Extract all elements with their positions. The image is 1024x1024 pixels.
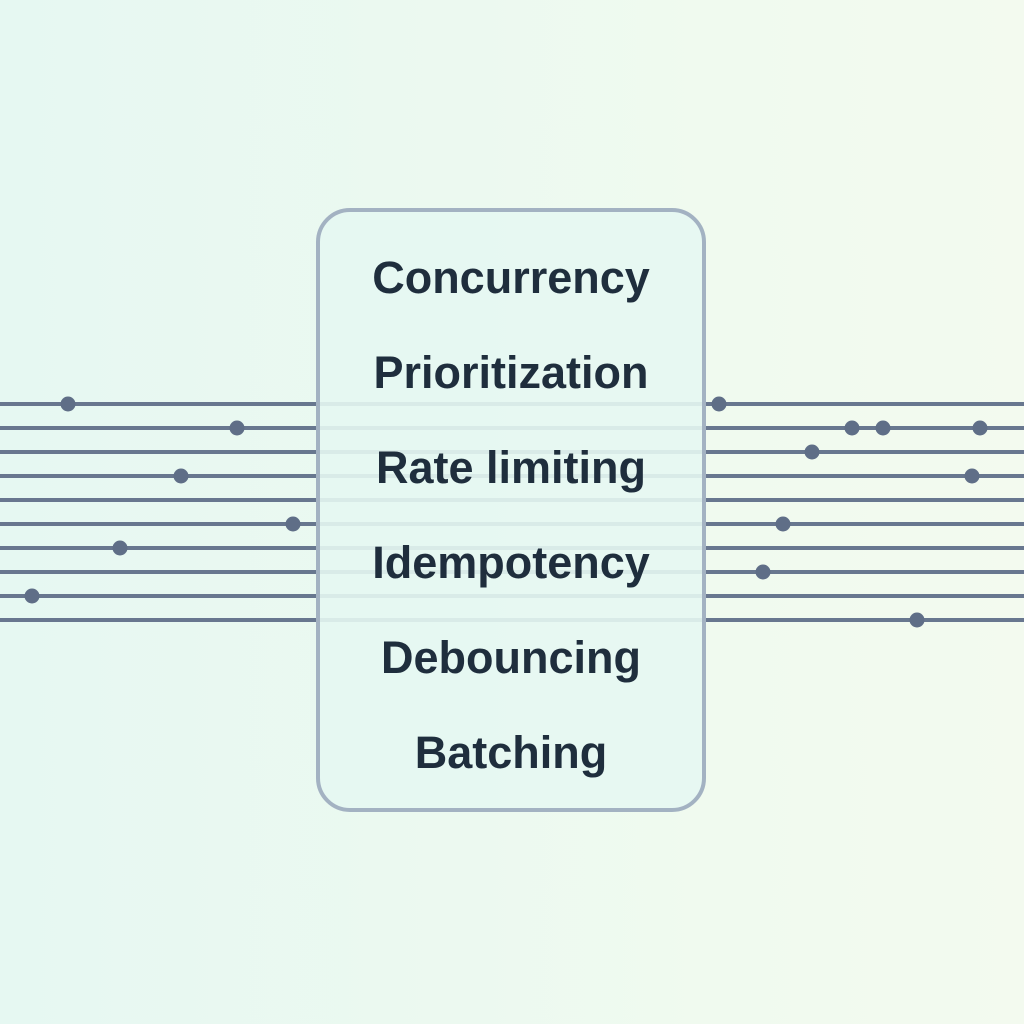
concept-card: Concurrency Prioritization Rate limiting… [316,208,706,812]
flow-dot [24,588,40,604]
concept-label-rate-limiting: Rate limiting [375,442,647,493]
flow-dot [285,516,301,532]
concept-label-prioritization: Prioritization [373,347,649,398]
flow-dot [775,516,791,532]
concept-label-idempotency: Idempotency [372,537,650,588]
flow-dot [711,396,727,412]
flow-dot [875,420,891,436]
concept-label-concurrency: Concurrency [372,252,650,303]
concept-label-batching: Batching [414,727,608,778]
flow-dot [112,540,128,556]
flow-dot [804,444,820,460]
flow-dot [173,468,189,484]
concept-label-debouncing: Debouncing [381,632,641,683]
flow-dot [964,468,980,484]
flow-dot [60,396,76,412]
flow-dot [229,420,245,436]
flow-dot [844,420,860,436]
flow-dot [755,564,771,580]
flow-dot [972,420,988,436]
flow-dot [909,612,925,628]
